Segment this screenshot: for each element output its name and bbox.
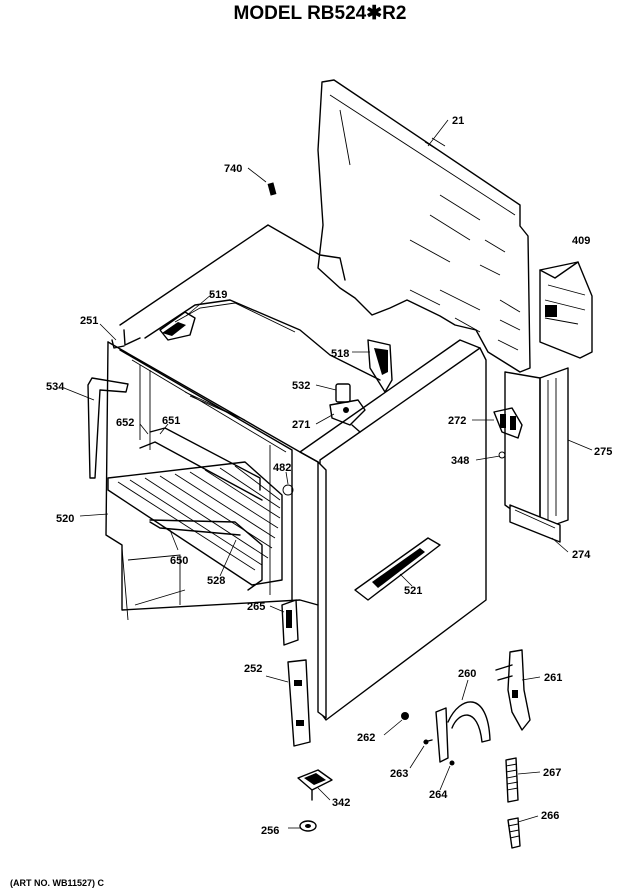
- callout-521: 521: [404, 585, 422, 597]
- part-518-drawing: [367, 339, 393, 393]
- callout-252: 252: [244, 663, 262, 675]
- oven-body-drawing: [105, 224, 487, 721]
- callout-256: 256: [261, 825, 279, 837]
- callout-251: 251: [80, 315, 98, 327]
- callout-264: 264: [429, 789, 448, 801]
- part-740-drawing: [267, 182, 277, 196]
- callout-260: 260: [458, 668, 476, 680]
- callout-265: 265: [247, 601, 265, 613]
- leader-lines: [63, 119, 593, 829]
- callout-482: 482: [273, 462, 291, 474]
- art-number: (ART NO. WB11527) C: [10, 878, 105, 888]
- callout-21: 21: [452, 115, 464, 127]
- callout-409: 409: [572, 235, 590, 247]
- callout-262: 262: [357, 732, 375, 744]
- part-260-264-drawing: [401, 701, 491, 766]
- part-532-271-drawing: [329, 383, 366, 433]
- part-265-drawing: [281, 599, 299, 646]
- part-342-256-drawing: [297, 769, 333, 832]
- callout-520: 520: [56, 513, 74, 525]
- part-275-274-drawing: [504, 367, 569, 543]
- callout-518: 518: [331, 348, 349, 360]
- part-267-266-drawing: [505, 757, 521, 849]
- part-272-348-drawing: [493, 407, 523, 459]
- callout-274: 274: [572, 549, 591, 561]
- back-panel-drawing: [317, 79, 531, 373]
- diagram-title: MODEL RB524✱R2: [234, 3, 407, 24]
- callout-740: 740: [224, 163, 242, 175]
- callout-652: 652: [116, 417, 134, 429]
- part-534-drawing: [87, 377, 129, 479]
- callout-271: 271: [292, 419, 310, 431]
- part-409-drawing: [539, 261, 593, 359]
- callout-342: 342: [332, 797, 350, 809]
- callout-263: 263: [390, 768, 408, 780]
- callout-519: 519: [209, 289, 227, 301]
- callout-650: 650: [170, 555, 188, 567]
- part-252-drawing: [287, 659, 311, 747]
- part-261-drawing: [495, 649, 531, 731]
- callout-348: 348: [451, 455, 469, 467]
- callout-261: 261: [544, 672, 562, 684]
- callout-534: 534: [46, 381, 65, 393]
- callout-528: 528: [207, 575, 225, 587]
- callout-275: 275: [594, 446, 612, 458]
- callout-651: 651: [162, 415, 180, 427]
- callout-266: 266: [541, 810, 559, 822]
- callout-267: 267: [543, 767, 561, 779]
- callout-272: 272: [448, 415, 466, 427]
- callout-labels: 21 740 409 519 251 518 534 532 271 272 2…: [46, 115, 612, 837]
- part-521-drawing: [354, 537, 441, 601]
- callout-532: 532: [292, 380, 310, 392]
